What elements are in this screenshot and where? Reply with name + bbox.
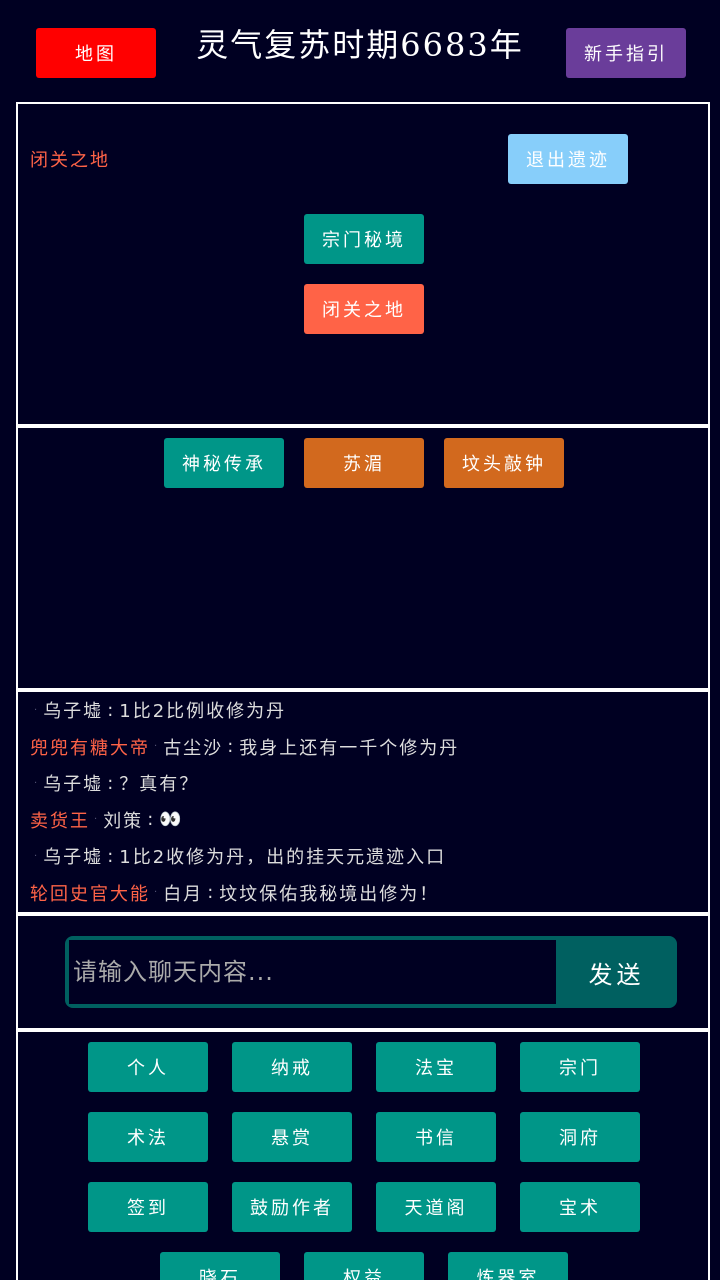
- menu-button-treasure[interactable]: 法宝: [376, 1042, 496, 1092]
- place-button-sect-realm[interactable]: 宗门秘境: [304, 214, 424, 264]
- separator-dot-icon: ·: [154, 887, 160, 899]
- menu-button-check-in[interactable]: 签到: [88, 1182, 208, 1232]
- npc-button-mysterious-inheritance[interactable]: 神秘传承: [164, 438, 284, 488]
- npc-panel: 神秘传承 苏湄 坟头敲钟: [16, 426, 710, 690]
- chat-username[interactable]: 乌子墟: [43, 774, 104, 796]
- eyes-emoji-icon: 👀: [159, 809, 184, 831]
- chat-title-tag: 轮回史官大能: [30, 883, 150, 905]
- page-title: 灵气复苏时期6683年: [196, 26, 524, 64]
- current-location-label: 闭关之地: [30, 150, 110, 171]
- chat-message: · 乌子墟 : ？真有？: [30, 765, 700, 802]
- chat-message: · 乌子墟 : 1比2比例收修为丹: [30, 692, 700, 729]
- chat-text: ？真有？: [119, 774, 200, 796]
- menu-button-storage-ring[interactable]: 纳戒: [232, 1042, 352, 1092]
- menu-button-profile[interactable]: 个人: [88, 1042, 208, 1092]
- chat-username[interactable]: 白月: [163, 883, 204, 905]
- location-panel: 闭关之地 退出遗迹 宗门秘境 闭关之地: [16, 102, 710, 426]
- npc-button-grave-bell[interactable]: 坟头敲钟: [444, 438, 564, 488]
- separator-dot-icon: ·: [34, 850, 40, 862]
- chat-message: 兜兜有糖大帝 · 古尘沙 : 我身上还有一千个修为丹: [30, 729, 700, 766]
- separator-dot-icon: ·: [34, 704, 40, 716]
- chat-username[interactable]: 刘策: [103, 810, 144, 832]
- chat-message: · 乌子墟 : 1比2收修为丹，出的挂天元遗迹入口: [30, 838, 700, 875]
- chat-username[interactable]: 乌子墟: [43, 701, 104, 723]
- chat-message: 卖货王 · 刘策 : 👀: [30, 802, 700, 839]
- menu-button-spells[interactable]: 术法: [88, 1112, 208, 1162]
- chat-input[interactable]: [69, 940, 556, 1004]
- menu-button-support-author[interactable]: 鼓励作者: [232, 1182, 352, 1232]
- menu-button-forge-room[interactable]: 炼器室: [448, 1252, 568, 1280]
- menu-button-dawn-stone[interactable]: 晓石: [160, 1252, 280, 1280]
- menu-button-heavenly-pavilion[interactable]: 天道阁: [376, 1182, 496, 1232]
- menu-button-benefits[interactable]: 权益: [304, 1252, 424, 1280]
- menu-button-treasure-art[interactable]: 宝术: [520, 1182, 640, 1232]
- npc-button-su-mei[interactable]: 苏湄: [304, 438, 424, 488]
- menu-button-sect[interactable]: 宗门: [520, 1042, 640, 1092]
- main-menu-panel: 个人 纳戒 法宝 宗门 术法 悬赏 书信 洞府 签到 鼓励作者 天道阁 宝术 晓…: [16, 1030, 710, 1280]
- chat-text: 坟坟保佑我秘境出修为！: [219, 883, 440, 905]
- chat-title-tag: 卖货王: [30, 810, 90, 832]
- menu-button-letters[interactable]: 书信: [376, 1112, 496, 1162]
- chat-text: 我身上还有一千个修为丹: [239, 737, 460, 759]
- exit-ruins-button[interactable]: 退出遗迹: [508, 134, 628, 184]
- beginner-guide-button[interactable]: 新手指引: [566, 28, 686, 78]
- chat-input-panel: 发送: [16, 914, 710, 1030]
- map-button[interactable]: 地图: [36, 28, 156, 78]
- chat-username[interactable]: 古尘沙: [163, 737, 224, 759]
- menu-button-bounty[interactable]: 悬赏: [232, 1112, 352, 1162]
- chat-title-tag: 兜兜有糖大帝: [30, 737, 150, 759]
- chat-panel: · 乌子墟 : 1比2比例收修为丹 兜兜有糖大帝 · 古尘沙 : 我身上还有一千…: [16, 690, 710, 914]
- send-button[interactable]: 发送: [588, 960, 645, 989]
- place-button-seclusion[interactable]: 闭关之地: [304, 284, 424, 334]
- menu-button-cave-dwelling[interactable]: 洞府: [520, 1112, 640, 1162]
- separator-dot-icon: ·: [154, 741, 160, 753]
- separator-dot-icon: ·: [34, 777, 40, 789]
- chat-message: 轮回史官大能 · 白月 : 坟坟保佑我秘境出修为！: [30, 875, 700, 912]
- chat-text: 1比2比例收修为丹: [119, 701, 287, 723]
- chat-text: 1比2收修为丹，出的挂天元遗迹入口: [119, 847, 447, 869]
- chat-input-bar: 发送: [65, 936, 677, 1008]
- separator-dot-icon: ·: [94, 814, 100, 826]
- chat-username[interactable]: 乌子墟: [43, 847, 104, 869]
- chat-message-list: · 乌子墟 : 1比2比例收修为丹 兜兜有糖大帝 · 古尘沙 : 我身上还有一千…: [30, 692, 700, 911]
